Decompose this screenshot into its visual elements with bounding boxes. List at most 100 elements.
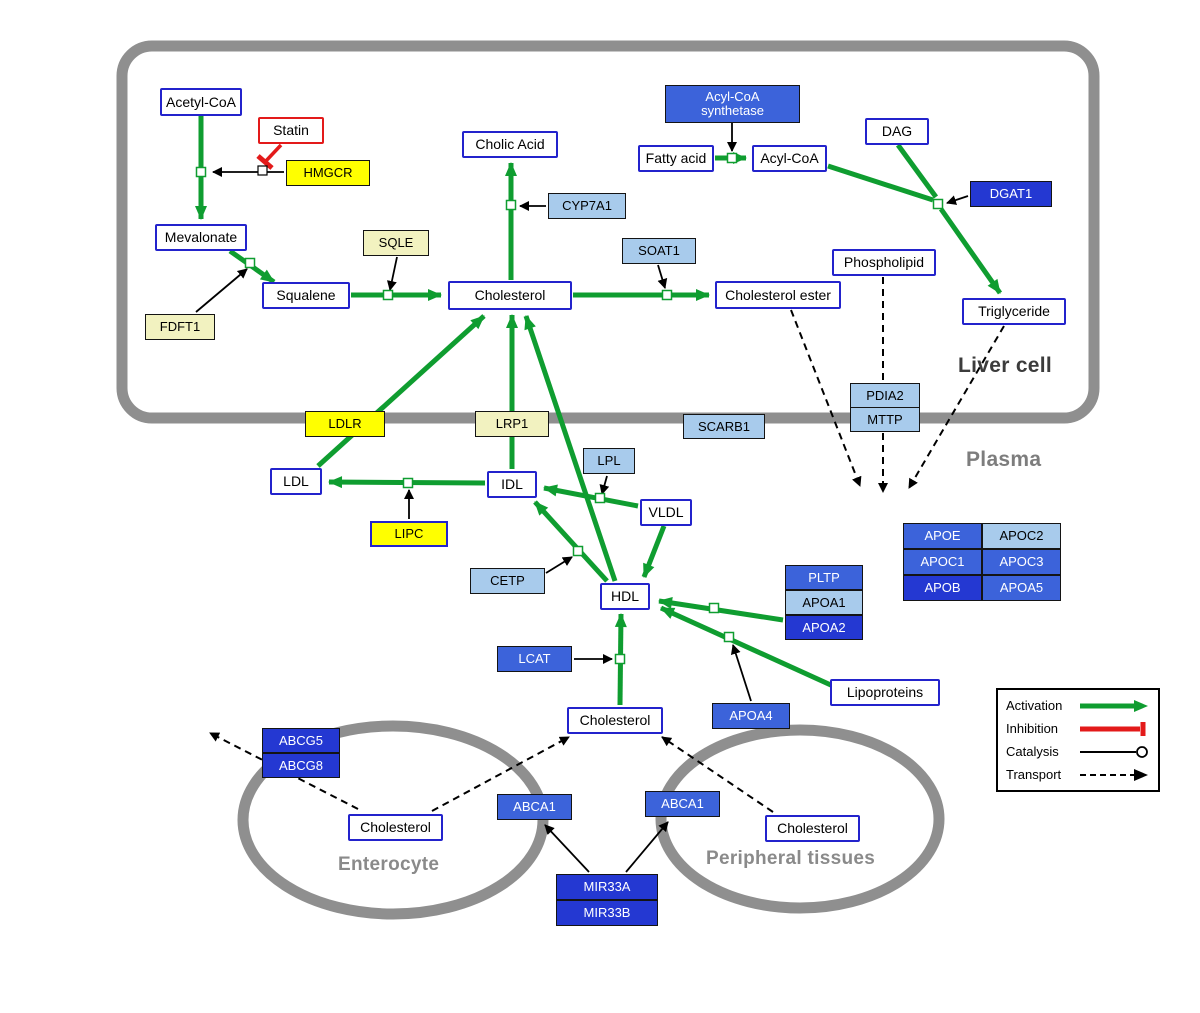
- node-ldlr[interactable]: LDLR: [305, 411, 385, 437]
- transport-cholesterolester-plasma: [790, 309, 862, 487]
- node-acyl-coa-synthetase[interactable]: Acyl-CoA synthetase: [665, 85, 800, 123]
- reaction-node: [594, 492, 606, 504]
- node-acetyl-coa[interactable]: Acetyl-CoA: [160, 88, 242, 116]
- node-sqle[interactable]: SQLE: [363, 230, 429, 256]
- node-apoc3[interactable]: APOC3: [982, 549, 1061, 575]
- catalysis-soat1: [657, 264, 668, 289]
- catalysis-dgat1: [946, 195, 969, 205]
- node-acyl-coa[interactable]: Acyl-CoA: [752, 145, 827, 172]
- node-statin[interactable]: Statin: [258, 117, 324, 144]
- node-cholic-acid[interactable]: Cholic Acid: [462, 131, 558, 158]
- node-lrp1[interactable]: LRP1: [475, 411, 549, 437]
- edge-vldl-hdl: [641, 525, 667, 578]
- node-lipc[interactable]: LIPC: [370, 521, 448, 547]
- node-cyp7a1[interactable]: CYP7A1: [548, 193, 626, 219]
- node-cholesterol-plasma[interactable]: Cholesterol: [567, 707, 663, 734]
- edge-dgatjunction-triglyceride: [938, 207, 1003, 295]
- node-mir33b[interactable]: MIR33B: [556, 900, 658, 926]
- liver-cell-outline: [116, 40, 1100, 424]
- transport-dashed-arrow-icon: [1080, 768, 1148, 781]
- edge-apoproteins-hdl: [658, 597, 784, 623]
- node-scarb1[interactable]: SCARB1: [683, 414, 765, 439]
- reaction-node: [726, 152, 738, 164]
- enterocyte-outline: [237, 720, 549, 920]
- catalysis-lpl: [599, 475, 610, 495]
- reaction-node: [572, 545, 584, 557]
- legend-activation-row: Activation: [1006, 698, 1150, 714]
- edge-dag-dgat-junction: [895, 143, 939, 199]
- transport-peripheral-cholesterol-plasma: [661, 736, 774, 813]
- node-cetp[interactable]: CETP: [470, 568, 545, 594]
- node-triglyceride[interactable]: Triglyceride: [962, 298, 1066, 325]
- plasma-label: Plasma: [966, 448, 1042, 471]
- node-apoa2[interactable]: APOA2: [785, 615, 863, 640]
- transport-triglyceride-plasma: [908, 325, 1005, 489]
- legend-transport-label: Transport: [1006, 767, 1062, 782]
- reaction-node: [505, 199, 517, 211]
- node-apoa1[interactable]: APOA1: [785, 590, 863, 615]
- transport-cholesterol-abcg-export: [209, 732, 359, 810]
- catalysis-apoa4: [730, 644, 752, 702]
- node-soat1[interactable]: SOAT1: [622, 238, 696, 264]
- reaction-node: [661, 289, 673, 301]
- reaction-node: [932, 198, 944, 210]
- node-abcg8[interactable]: ABCG8: [262, 753, 340, 778]
- node-lpl[interactable]: LPL: [583, 448, 635, 474]
- node-hdl[interactable]: HDL: [600, 583, 650, 610]
- node-apoc1[interactable]: APOC1: [903, 549, 982, 575]
- transport-edges: [209, 277, 1005, 813]
- peripheral-tissues-label: Peripheral tissues: [706, 848, 876, 869]
- node-idl[interactable]: IDL: [487, 471, 537, 498]
- node-cholesterol-enterocyte[interactable]: Cholesterol: [348, 814, 443, 841]
- transport-enterocyte-cholesterol-plasma: [431, 736, 570, 812]
- node-squalene[interactable]: Squalene: [262, 282, 350, 309]
- node-mttp[interactable]: MTTP: [850, 407, 920, 432]
- reaction-node: [382, 289, 394, 301]
- peripheral-tissues-outline: [655, 724, 945, 914]
- inhibition-statin-tbar: [256, 154, 274, 170]
- node-pltp[interactable]: PLTP: [785, 565, 863, 590]
- node-apoc2[interactable]: APOC2: [982, 523, 1061, 549]
- node-abca1-peripheral[interactable]: ABCA1: [645, 791, 720, 817]
- node-cholesterol-peripheral[interactable]: Cholesterol: [765, 815, 860, 842]
- catalysis-circle-icon: [1080, 745, 1148, 758]
- node-apoa5[interactable]: APOA5: [982, 575, 1061, 601]
- node-apoe[interactable]: APOE: [903, 523, 982, 549]
- node-mevalonate[interactable]: Mevalonate: [155, 224, 247, 251]
- inhibition-edge: [256, 143, 283, 170]
- legend: Activation Inhibition Catalysis Transpor…: [996, 688, 1160, 792]
- node-hmgcr[interactable]: HMGCR: [286, 160, 370, 186]
- reaction-node: [614, 653, 626, 665]
- reaction-node: [708, 602, 720, 614]
- compartment-shapes: [116, 40, 1100, 920]
- regulation-mir33-abca1-enterocyte: [544, 824, 590, 873]
- edge-lipoproteins-hdl: [659, 605, 835, 689]
- node-dgat1[interactable]: DGAT1: [970, 181, 1052, 207]
- node-abcg5[interactable]: ABCG5: [262, 728, 340, 753]
- edge-hdl-idl: [533, 500, 609, 583]
- legend-catalysis-row: Catalysis: [1006, 744, 1150, 760]
- node-dag[interactable]: DAG: [865, 118, 929, 145]
- edge-vldl-idl: [543, 484, 639, 509]
- node-cholesterol-ester[interactable]: Cholesterol ester: [715, 281, 841, 309]
- node-ldl[interactable]: LDL: [270, 468, 322, 495]
- node-phospholipid[interactable]: Phospholipid: [832, 249, 936, 276]
- node-apoa4[interactable]: APOA4: [712, 703, 790, 729]
- reaction-node: [195, 166, 207, 178]
- node-lcat[interactable]: LCAT: [497, 646, 572, 672]
- enterocyte-label: Enterocyte: [338, 854, 440, 875]
- node-mir33a[interactable]: MIR33A: [556, 874, 658, 900]
- node-fdft1[interactable]: FDFT1: [145, 314, 215, 340]
- node-cholesterol-liver[interactable]: Cholesterol: [448, 281, 572, 310]
- reaction-nodes: [195, 152, 944, 665]
- edge-hdl-cholesterol: [523, 315, 618, 582]
- node-abca1-enterocyte[interactable]: ABCA1: [497, 794, 572, 820]
- node-apob[interactable]: APOB: [903, 575, 982, 601]
- node-vldl[interactable]: VLDL: [640, 499, 692, 526]
- node-fatty-acid[interactable]: Fatty acid: [638, 145, 714, 172]
- edge-acylcoa-dgat-junction: [827, 163, 934, 203]
- edge-ldl-cholesterol: [316, 314, 486, 468]
- node-lipoproteins[interactable]: Lipoproteins: [830, 679, 940, 706]
- node-pdia2[interactable]: PDIA2: [850, 383, 920, 408]
